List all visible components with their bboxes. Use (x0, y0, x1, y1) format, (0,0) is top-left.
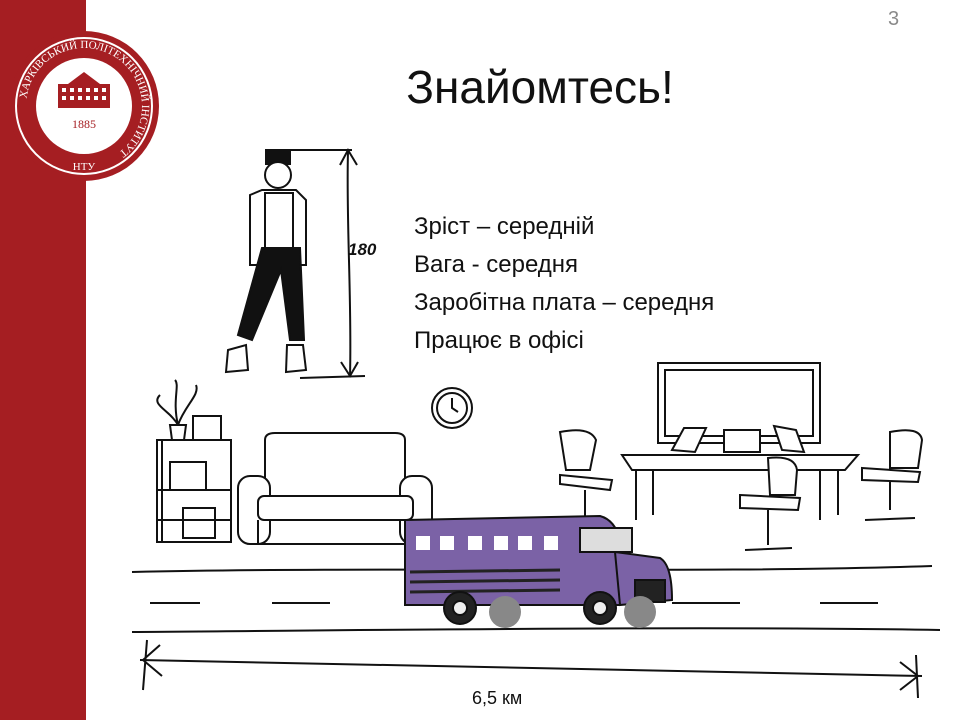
fact-weight: Вага - середня (414, 251, 579, 278)
fact-height: Зріст – середній (414, 213, 595, 240)
person-illustration: 180 (224, 147, 377, 379)
university-logo: ХАРКІВСЬКИЙ ПОЛІТЕХНІЧНИЙ ІНСТИТУТ 1885 … (9, 31, 159, 181)
logo-abbr: НТУ (73, 161, 96, 173)
clock-icon (431, 387, 473, 429)
office-illustration (558, 362, 924, 551)
height-label: 180 (348, 240, 377, 259)
fact-salary: Заробітна плата – середня (414, 289, 715, 316)
facts-list: Зріст – середній Вага - середня Заробітн… (414, 208, 714, 360)
fact-office: Працює в офісі (414, 327, 584, 354)
distance-label: 6,5 км (472, 688, 523, 708)
sofa-illustration (237, 432, 433, 545)
page-number: 3 (888, 8, 900, 30)
bus-illustration (404, 514, 674, 628)
slide-title: Знайомтесь! (406, 61, 674, 113)
logo-year: 1885 (72, 117, 96, 131)
bookshelf-illustration (156, 379, 232, 543)
